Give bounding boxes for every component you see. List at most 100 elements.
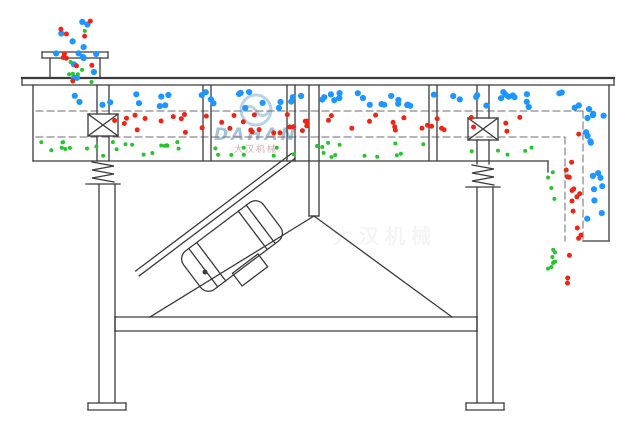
lower-deck-fine-particle xyxy=(63,147,68,151)
lower-deck-fine-particle xyxy=(271,153,276,158)
fine-discharge-particle xyxy=(552,196,557,201)
upper-deck-coarse-particle xyxy=(158,93,165,100)
medium-discharge-particle xyxy=(563,167,569,173)
lower-deck-fine-particle xyxy=(114,147,119,152)
coarse-discharge-particle xyxy=(587,139,594,146)
lower-deck-fine-particle xyxy=(85,146,89,151)
motor-terminal-box xyxy=(231,253,269,287)
motor-bracket xyxy=(149,84,453,318)
middle-deck-medium-particle xyxy=(227,125,233,131)
upper-deck-coarse-particle xyxy=(319,96,326,103)
fine-discharge-particle xyxy=(551,261,555,265)
middle-deck-medium-particle xyxy=(299,128,305,134)
coarse-discharge-particle xyxy=(600,112,607,119)
upper-deck-coarse-particle xyxy=(359,94,367,102)
coarse-discharge-particle xyxy=(597,174,604,181)
feed-coarse-particle xyxy=(53,50,60,57)
middle-deck-medium-particle xyxy=(517,114,523,120)
medium-discharge-particle xyxy=(578,232,584,238)
upper-deck-coarse-particle xyxy=(404,101,411,109)
middle-deck-medium-particle xyxy=(349,125,355,131)
middle-deck-medium-particle xyxy=(251,112,257,118)
middle-deck-medium-particle xyxy=(142,116,148,121)
upper-deck-coarse-particle xyxy=(207,96,214,103)
middle-deck-medium-particle xyxy=(504,128,510,134)
medium-discharge-particle xyxy=(569,198,575,204)
coarse-discharge-particle xyxy=(598,210,605,217)
middle-deck-medium-particle xyxy=(304,118,310,124)
upper-deck-coarse-particle xyxy=(162,102,169,109)
middle-deck-medium-particle xyxy=(203,113,209,119)
screen-box xyxy=(32,84,610,242)
lower-deck-fine-particle xyxy=(101,153,106,158)
lower-deck-fine-particle xyxy=(59,145,64,150)
upper-deck-coarse-particle xyxy=(450,93,457,100)
feed-fine-particle xyxy=(82,28,87,33)
upper-deck-coarse-particle xyxy=(456,96,463,103)
upper-deck-coarse-particle xyxy=(388,92,395,99)
medium-discharge-particle xyxy=(571,186,577,192)
upper-deck-coarse-particle xyxy=(298,92,305,100)
upper-deck-coarse-particle xyxy=(505,93,512,100)
coarse-discharge-particle xyxy=(584,114,591,122)
middle-deck-medium-particle xyxy=(231,113,237,118)
feed-coarse-particle xyxy=(58,30,65,37)
lower-deck-fine-particle xyxy=(229,152,234,157)
feed-medium-particle xyxy=(63,55,69,61)
middle-deck-medium-particle xyxy=(182,112,187,117)
feed-fine-particle xyxy=(89,80,94,84)
upper-deck-coarse-particle xyxy=(289,94,296,101)
middle-deck-medium-particle xyxy=(121,121,127,126)
middle-deck-medium-particle xyxy=(392,127,398,133)
middle-deck-medium-particle xyxy=(390,119,396,125)
right-isolation-spring xyxy=(465,117,501,188)
medium-discharge-particle xyxy=(564,174,570,180)
upper-deck-coarse-particle xyxy=(156,103,163,110)
middle-deck-medium-particle xyxy=(170,114,176,120)
middle-deck-medium-particle xyxy=(219,119,225,125)
upper-deck-coarse-particle xyxy=(354,90,361,97)
middle-deck-medium-particle xyxy=(429,123,435,129)
feed-coarse-particle xyxy=(79,53,87,61)
feed-coarse-particle xyxy=(79,18,86,25)
fine-discharge-particle xyxy=(550,170,555,175)
coarse-discharge-particle xyxy=(584,132,591,139)
upper-deck-coarse-particle xyxy=(259,99,266,106)
middle-deck-medium-particle xyxy=(284,112,290,118)
medium-discharge-particle xyxy=(566,252,572,258)
lower-deck-fine-particle xyxy=(110,140,115,145)
middle-deck-medium-particle xyxy=(328,113,334,119)
upper-deck-coarse-particle xyxy=(133,91,140,98)
lower-deck-fine-particle xyxy=(320,145,325,149)
upper-deck-coarse-particle xyxy=(242,104,249,112)
middle-deck-medium-particle xyxy=(124,115,129,121)
feed-medium-particle xyxy=(63,31,69,37)
brand-watermark-text: DAHAN xyxy=(214,125,298,145)
lower-deck-fine-particle xyxy=(321,150,326,155)
middle-deck-medium-particle xyxy=(240,119,246,125)
upper-deck-coarse-particle xyxy=(165,91,172,99)
middle-deck-medium-particle xyxy=(256,127,262,133)
middle-deck-medium-particle xyxy=(471,124,476,130)
upper-deck-coarse-particle xyxy=(395,100,402,107)
upper-deck-coarse-particle xyxy=(99,101,106,108)
lower-deck-fine-particle xyxy=(162,143,167,148)
right-support-leg xyxy=(465,186,505,411)
middle-deck-medium-particle xyxy=(291,124,297,130)
lower-deck-fine-particle xyxy=(159,143,164,148)
middle-deck-medium-particle xyxy=(373,112,379,118)
lower-deck-fine-particle xyxy=(67,145,72,150)
middle-deck-medium-particle xyxy=(425,122,430,128)
middle-deck-medium-particle xyxy=(277,130,283,136)
fine-discharge-particle xyxy=(550,255,555,259)
medium-discharge-particle xyxy=(569,159,575,165)
coarse-discharge-particle xyxy=(590,186,598,193)
upper-deck-coarse-particle xyxy=(246,89,253,96)
lower-deck-fine-particle xyxy=(326,140,331,145)
lower-deck-fine-particle xyxy=(421,142,426,147)
coarse-discharge-particle xyxy=(599,183,606,190)
middle-deck-medium-particle xyxy=(158,118,164,124)
lower-deck-fine-particle xyxy=(241,145,246,150)
middle-deck-medium-particle xyxy=(304,123,310,129)
